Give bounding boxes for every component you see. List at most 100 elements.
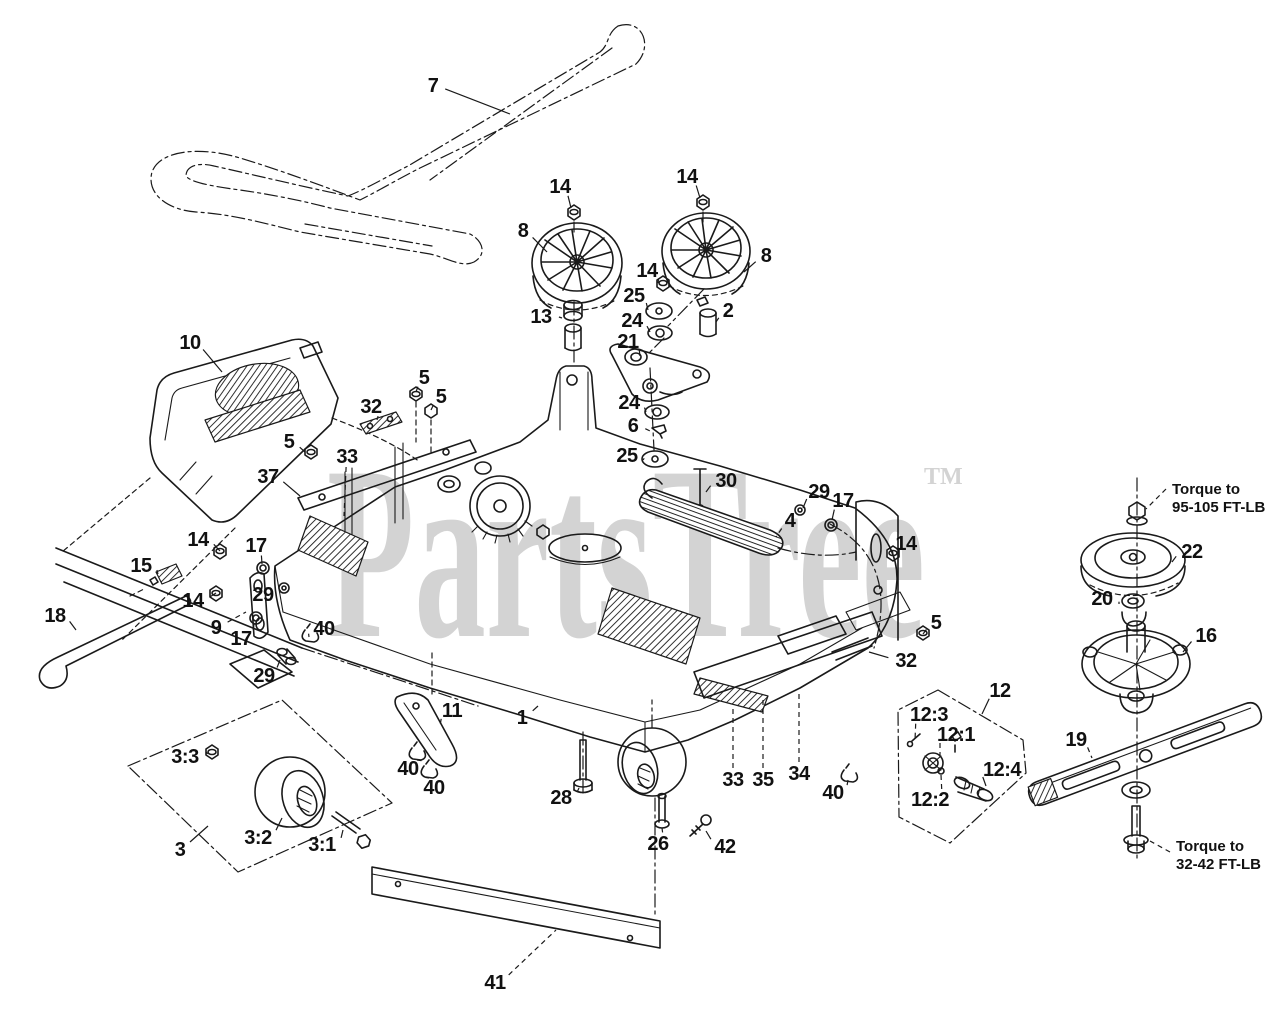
callout-leader-12 [981, 698, 990, 715]
callout-leader-30 [705, 485, 712, 493]
hex-nut-14-left-a [213, 543, 227, 560]
baffle-41 [371, 866, 661, 949]
washer-24-lower [644, 404, 670, 420]
part-callout-24: 24 [618, 392, 641, 414]
part-callout-40: 40 [313, 618, 335, 640]
callout-leader-11 [439, 718, 442, 727]
callout-leader-26 [661, 827, 664, 833]
callout-leader-14 [213, 543, 221, 552]
callout-leader-32 [376, 415, 379, 421]
callout-leader-3:3 [205, 751, 209, 755]
callout-leader-12:4 [982, 776, 987, 787]
hanger-bracket-9 [249, 571, 269, 640]
top-bolt-torque [1126, 501, 1148, 526]
part-callout-15: 15 [130, 555, 152, 577]
nut-5-d [916, 625, 930, 641]
callout-leader-17 [831, 509, 835, 521]
part-callout-10: 10 [179, 332, 201, 354]
callout-leader-24 [646, 325, 651, 333]
callout-leader-1 [532, 705, 539, 712]
callout-leader-8 [532, 236, 548, 253]
part-callout-3:2: 3:2 [244, 827, 272, 849]
part-callout-32: 32 [360, 396, 382, 418]
deck-belt [150, 24, 646, 265]
idler-pulley-right [661, 212, 751, 296]
torque-notes: Torque to 95-105 FT-LB Torque to 32-42 F… [1145, 481, 1266, 873]
part-callout-3:1: 3:1 [308, 834, 336, 856]
blade-19 [1027, 701, 1263, 807]
part-callout-14: 14 [636, 260, 659, 282]
part-callout-7: 7 [428, 75, 439, 97]
part-callout-37: 37 [257, 466, 279, 488]
hex-nut-14-left-b [209, 585, 223, 602]
callout-leader-40 [846, 779, 849, 786]
part-callout-40: 40 [423, 777, 445, 799]
part-callout-26: 26 [647, 833, 669, 855]
pin-29-lower [276, 647, 297, 666]
callout-leader-12:3 [914, 723, 917, 741]
callout-leader-17 [260, 555, 263, 565]
callout-leader-18 [69, 621, 77, 631]
spindle-assembly-16 [1081, 620, 1191, 714]
callout-leader-29 [802, 498, 808, 509]
support-rod-18 [38, 595, 192, 689]
part-callout-42: 42 [714, 836, 736, 858]
part-callout-8: 8 [761, 245, 772, 267]
callout-leader-40 [416, 759, 422, 762]
callout-leader-17 [252, 623, 255, 630]
part-callout-16: 16 [1195, 625, 1217, 647]
callout-leader-14 [695, 185, 701, 199]
part-callout-11: 11 [442, 700, 463, 722]
clip-40-b [408, 741, 427, 761]
part-callout-1: 1 [517, 707, 528, 729]
strip-32-left [359, 411, 403, 435]
torque-note-lower: Torque to 32-42 FT-LB [1176, 838, 1261, 873]
hex-nut-14-top-right [696, 194, 710, 211]
callout-leader-13 [558, 316, 563, 319]
part-callout-17: 17 [230, 628, 252, 650]
torque-note-upper: Torque to 95-105 FT-LB [1172, 481, 1266, 516]
bolt-28 [573, 731, 593, 797]
callout-leader-41 [508, 929, 557, 976]
callout-leader-14 [209, 592, 217, 598]
part-callout-25: 25 [616, 445, 638, 467]
blade-bolt [1123, 805, 1149, 854]
key-6 [651, 424, 667, 439]
part-callout-30: 30 [715, 470, 737, 492]
part-callout-29: 29 [252, 584, 274, 606]
part-callout-40: 40 [822, 782, 844, 804]
part-callout-29: 29 [808, 481, 830, 503]
callout-leader-5 [430, 404, 434, 411]
hex-nut-14-mid [656, 275, 670, 292]
part-callout-12:3: 12:3 [910, 704, 948, 726]
clip-40-d [840, 763, 859, 783]
mounting-strip-37 [297, 439, 477, 511]
part-callout-14: 14 [895, 533, 918, 555]
part-callout-34: 34 [788, 763, 811, 785]
washer-20 [1121, 593, 1147, 627]
callout-leader-12:2 [940, 774, 943, 790]
callout-leader-40 [425, 776, 430, 779]
callout-leader-19 [1087, 747, 1093, 759]
hex-nut-14-top-left [567, 204, 581, 221]
part-callout-14: 14 [549, 176, 572, 198]
part-callout-12:1: 12:1 [937, 724, 975, 746]
part-callout-9: 9 [211, 617, 222, 639]
clip-40-a [301, 623, 320, 643]
part-callout-21: 21 [617, 331, 639, 353]
callout-leader-22 [1171, 555, 1177, 563]
washer-17-right [824, 518, 838, 532]
front-roller [617, 699, 687, 919]
part-callout-3: 3 [175, 839, 186, 861]
part-callout-2: 2 [723, 300, 734, 322]
spacer-13 [563, 299, 583, 352]
callout-leader-3:2 [275, 817, 283, 831]
part-callout-20: 20 [1091, 588, 1113, 610]
screw-42 [689, 814, 712, 837]
blade-washer [1121, 781, 1151, 799]
part-callout-22: 22 [1181, 541, 1203, 563]
callout-leader-32 [868, 651, 889, 659]
part-callout-13: 13 [530, 306, 552, 328]
part-callout-33: 33 [722, 769, 744, 791]
